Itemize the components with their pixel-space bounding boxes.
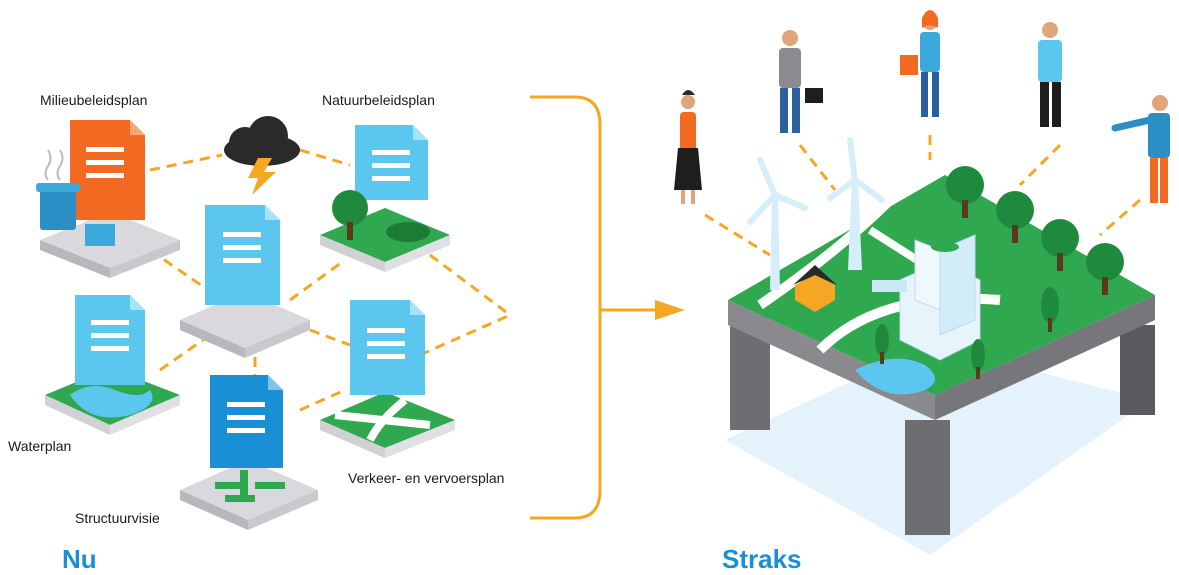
person-icon bbox=[674, 90, 702, 204]
natuur-tile bbox=[320, 125, 450, 272]
people-connectors bbox=[704, 135, 1141, 257]
water-document-icon bbox=[75, 295, 145, 385]
natuur-document-icon bbox=[355, 125, 428, 200]
central-tile bbox=[180, 205, 310, 358]
person-icon bbox=[1111, 95, 1170, 203]
tree-icon bbox=[332, 190, 368, 240]
label-milieubeleidsplan: Milieubeleidsplan bbox=[40, 92, 148, 108]
milieu-tile bbox=[36, 120, 180, 278]
label-natuurbeleidsplan: Natuurbeleidsplan bbox=[322, 92, 435, 108]
storm-cloud-icon bbox=[224, 116, 300, 195]
house-icon bbox=[793, 265, 837, 312]
title-nu: Nu bbox=[62, 544, 97, 574]
person-icon bbox=[779, 30, 823, 133]
person-icon bbox=[1038, 22, 1062, 127]
person-icon bbox=[900, 10, 940, 117]
central-document-icon bbox=[205, 205, 280, 305]
verkeer-document-icon bbox=[350, 300, 425, 395]
trash-bin-icon bbox=[36, 149, 80, 230]
tree-icon bbox=[1041, 219, 1079, 271]
tree-icon bbox=[875, 324, 889, 364]
box-icon bbox=[85, 224, 115, 246]
platform bbox=[725, 175, 1155, 555]
structuur-document-icon bbox=[210, 375, 283, 468]
verkeer-tile bbox=[320, 300, 455, 458]
bracket-arrow bbox=[530, 95, 660, 520]
label-waterplan: Waterplan bbox=[8, 438, 72, 454]
title-straks: Straks bbox=[722, 544, 802, 574]
briefcase-icon bbox=[900, 55, 918, 75]
label-structuurvisie: Structuurvisie bbox=[75, 510, 160, 526]
briefcase-icon bbox=[805, 88, 823, 103]
arrow-right-icon bbox=[655, 300, 685, 320]
label-verkeer-en-vervoersplan: Verkeer- en vervoersplan bbox=[348, 470, 505, 486]
left-connectors bbox=[149, 148, 511, 412]
water-tile bbox=[45, 295, 180, 435]
tree-icon bbox=[1041, 287, 1059, 332]
tree-icon bbox=[996, 191, 1034, 243]
tree-icon bbox=[1086, 243, 1124, 295]
tree-icon bbox=[946, 166, 984, 218]
structuur-tile bbox=[180, 375, 318, 530]
wind-turbine-icon bbox=[827, 137, 885, 270]
tree-icon bbox=[971, 339, 985, 379]
platform-trees bbox=[875, 166, 1124, 379]
wind-turbine-icon bbox=[747, 157, 808, 290]
milieu-document-icon bbox=[70, 120, 145, 220]
